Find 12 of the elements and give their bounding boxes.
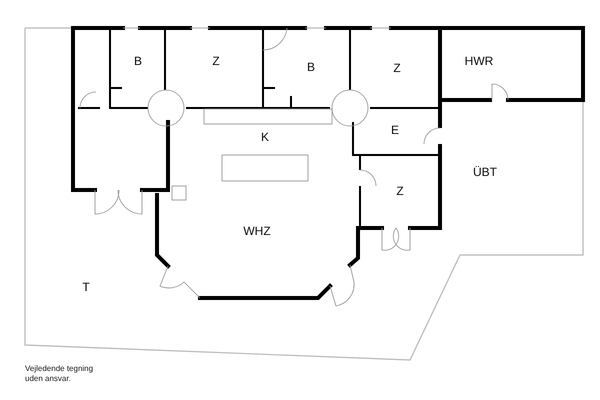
room-label: Z bbox=[396, 184, 404, 198]
room-label: T bbox=[82, 280, 90, 294]
room-label: B bbox=[134, 54, 142, 68]
room-label: Z bbox=[212, 54, 220, 68]
disclaimer-note: Vejledende tegning uden ansvar. bbox=[25, 364, 94, 384]
room-label: ÜBT bbox=[473, 165, 497, 179]
room-label: Z bbox=[393, 61, 401, 75]
room-label: K bbox=[261, 130, 269, 144]
room-label: B bbox=[307, 60, 315, 74]
room-label: WHZ bbox=[243, 224, 271, 238]
room-label: E bbox=[391, 123, 399, 137]
room-label: HWR bbox=[464, 54, 494, 68]
